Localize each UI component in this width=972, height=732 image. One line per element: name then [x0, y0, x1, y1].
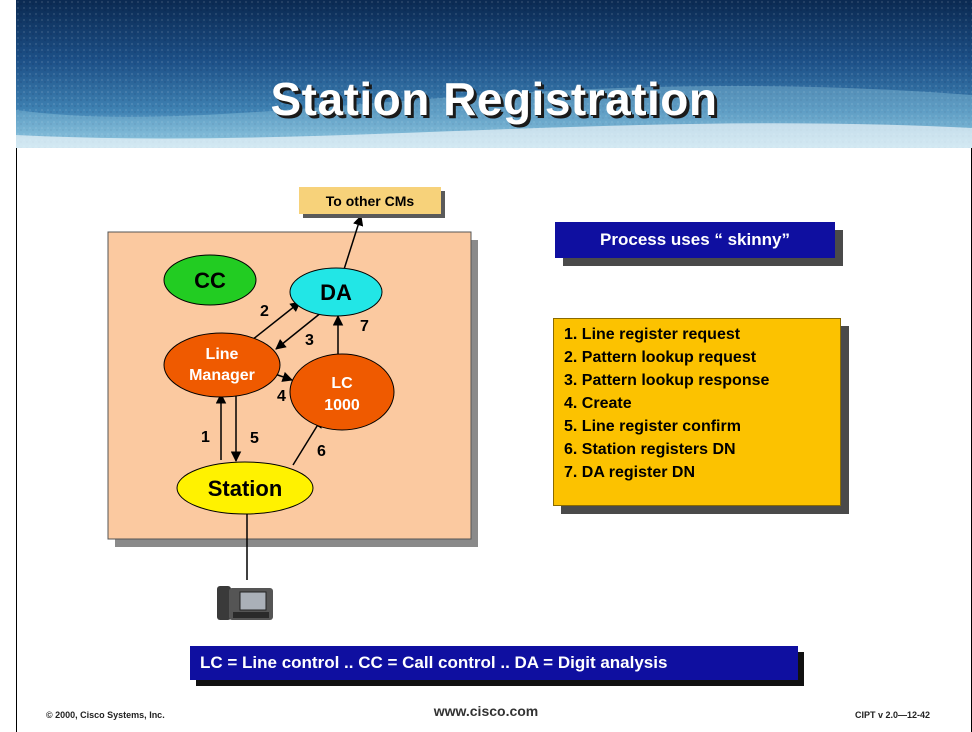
step-label-1: 1 — [201, 429, 210, 446]
footer-url[interactable]: www.cisco.com — [433, 703, 539, 719]
line-manager-node — [163, 332, 281, 398]
step-label-6: 6 — [317, 443, 326, 460]
skinny-callout: Process uses “ skinny” — [555, 222, 835, 258]
step-item: 4. Create — [564, 395, 632, 412]
lc-label-2: 1000 — [324, 397, 360, 414]
ip-phone-icon — [217, 586, 273, 620]
step-item: 5. Line register confirm — [564, 418, 741, 435]
arrow-step-2 — [251, 301, 301, 341]
line-manager-label-2: Manager — [189, 367, 255, 384]
step-item: 3. Pattern lookup response — [564, 372, 770, 389]
lc-label-1: LC — [331, 375, 353, 392]
steps-list: 1. Line register request 2. Pattern look… — [553, 318, 841, 506]
cc-node — [163, 254, 257, 306]
footer-copyright: © 2000, Cisco Systems, Inc. — [46, 710, 165, 720]
step-item: 1. Line register request — [564, 326, 741, 343]
step-label-7: 7 — [360, 318, 369, 335]
abbreviation-legend: LC = Line control .. CC = Call control .… — [190, 646, 798, 680]
step-label-5: 5 — [250, 430, 259, 447]
footer-version: CIPT v 2.0—12-42 — [854, 710, 930, 720]
banner-texture — [16, 0, 972, 148]
to-other-cms-tag: To other CMs — [299, 187, 441, 214]
arrow-step-3 — [275, 311, 323, 350]
title-banner: Station Registration — [16, 0, 972, 148]
station-label: Station — [208, 476, 283, 501]
step-label-2: 2 — [260, 303, 269, 320]
da-node — [289, 267, 383, 317]
step-label-3: 3 — [305, 332, 314, 349]
da-label: DA — [320, 280, 352, 305]
slide-title: Station Registration — [270, 73, 718, 125]
station-node — [176, 461, 314, 515]
step-item: 7. DA register DN — [564, 464, 695, 481]
line-manager-label-1: Line — [206, 346, 239, 363]
step-label-4: 4 — [277, 388, 286, 405]
step-item: 2. Pattern lookup request — [564, 349, 757, 366]
lc-1000-node — [289, 353, 395, 431]
cc-label: CC — [194, 268, 226, 293]
step-item: 6. Station registers DN — [564, 441, 736, 458]
